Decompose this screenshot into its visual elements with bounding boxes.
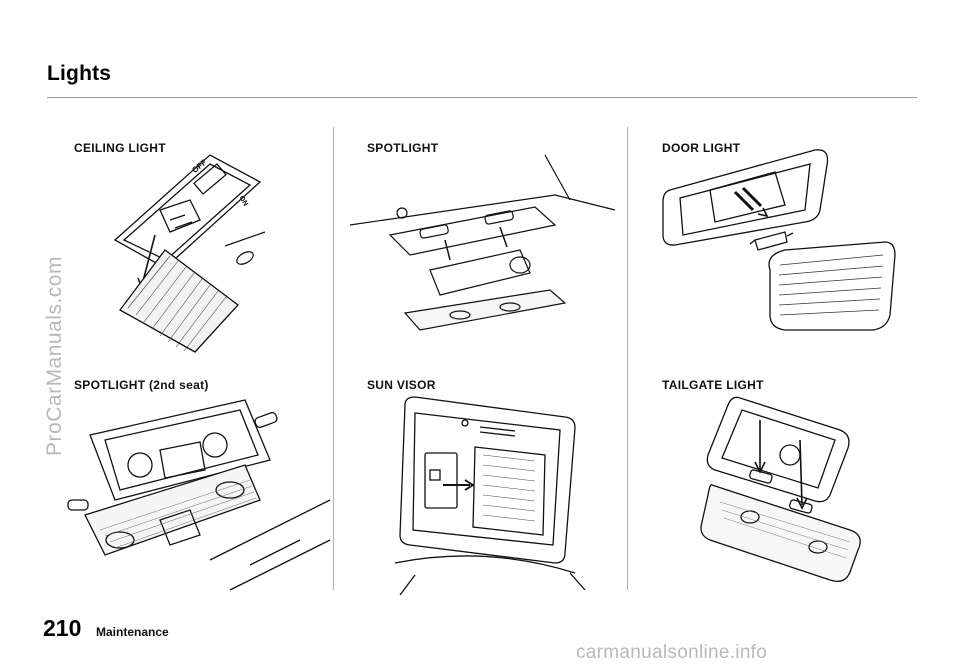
footer-site-watermark: carmanualsonline.info xyxy=(576,642,768,663)
page-title: Lights xyxy=(47,62,112,85)
spotlight-illustration xyxy=(349,154,616,331)
column-divider-right xyxy=(627,127,628,590)
tailgate-light-label: TAILGATE LIGHT xyxy=(662,378,764,392)
ceiling-light-label: CEILING LIGHT xyxy=(74,141,166,155)
door-light-illustration xyxy=(662,149,896,331)
ceiling-light-illustration: OFF ON xyxy=(113,154,266,353)
sun-visor-illustration xyxy=(394,396,586,596)
section-name: Maintenance xyxy=(96,625,169,639)
page-number: 210 xyxy=(43,615,82,641)
spotlight-2nd-seat-label: SPOTLIGHT (2nd seat) xyxy=(74,378,209,392)
tailgate-light-illustration xyxy=(700,396,861,583)
column-divider-left xyxy=(333,127,334,590)
header-rule xyxy=(47,97,917,98)
spotlight-label: SPOTLIGHT xyxy=(367,141,439,155)
door-light-label: DOOR LIGHT xyxy=(662,141,741,155)
sun-visor-label: SUN VISOR xyxy=(367,378,436,392)
switch-on-marking: ON xyxy=(238,195,249,208)
spotlight-2nd-seat-illustration xyxy=(67,399,331,591)
